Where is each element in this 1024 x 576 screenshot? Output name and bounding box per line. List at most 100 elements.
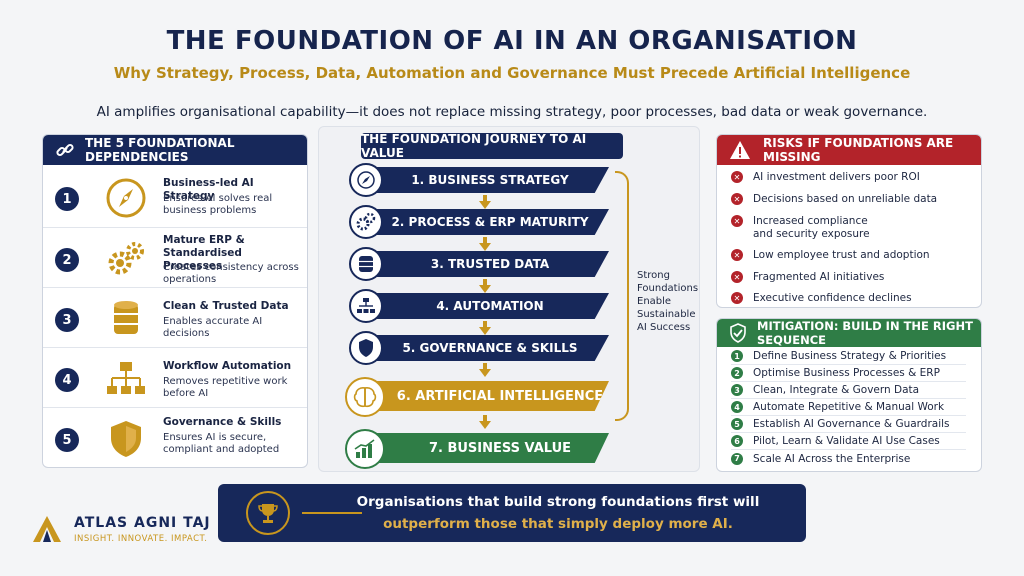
step-number: 3 <box>731 384 743 396</box>
dependency-item: 1 Business-led AI Strategy Ensures AI so… <box>43 167 307 231</box>
shield-icon <box>349 331 383 365</box>
journey-step: 2. PROCESS & ERP MATURITY <box>371 209 609 235</box>
dependency-title: Mature ERP & Standardised Processes <box>163 234 245 272</box>
risks-header: RISKS IF FOUNDATIONS ARE MISSING <box>717 135 981 165</box>
workflow-icon <box>103 356 149 402</box>
x-icon: ✕ <box>731 249 743 261</box>
x-icon: ✕ <box>731 271 743 283</box>
banner-line-2: outperform those that simply deploy more… <box>383 516 733 532</box>
step-label: 4. AUTOMATION <box>436 299 544 313</box>
arrow-stem <box>483 363 487 369</box>
dependency-title: Clean & Trusted Data <box>163 300 289 312</box>
step-label: 7. BUSINESS VALUE <box>428 440 572 456</box>
brand-name: ATLAS AGNI TAJ <box>74 515 211 531</box>
dependency-title: Governance & Skills <box>163 416 282 428</box>
banner-divider <box>302 512 362 514</box>
dependency-number: 2 <box>55 248 79 272</box>
mitigation-panel: MITIGATION: BUILD IN THE RIGHT SEQUENCE … <box>716 318 982 472</box>
page-title: THE FOUNDATION OF AI IN AN ORGANISATION <box>166 26 858 56</box>
compass-icon <box>349 163 383 197</box>
step-label: 1. BUSINESS STRATEGY <box>411 173 569 187</box>
step-number: 6 <box>731 435 743 447</box>
step-label: 6. ARTIFICIAL INTELLIGENCE <box>396 388 604 404</box>
mitigation-text: Optimise Business Processes & ERP <box>753 367 940 379</box>
dependency-item: 5 Governance & Skills Ensures AI is secu… <box>43 407 307 471</box>
gears-icon <box>349 205 383 239</box>
dependency-description: Removes repetitive work before AI <box>163 376 288 399</box>
gears-icon <box>103 236 149 282</box>
step-number: 2 <box>731 367 743 379</box>
dependency-number: 1 <box>55 187 79 211</box>
mitigation-text: Scale AI Across the Enterprise <box>753 452 911 465</box>
dependency-item: 2 Mature ERP & Standardised Processes Cr… <box>43 227 307 291</box>
dependency-title: Business-led AI Strategy <box>163 177 254 202</box>
arrow-stem <box>483 321 487 327</box>
risk-text: Decisions based on unreliable data <box>753 193 938 205</box>
growth-chart-icon <box>345 429 385 469</box>
risk-item: ✕Executive confidence declines <box>731 292 912 305</box>
risks-heading: RISKS IF FOUNDATIONS ARE MISSING <box>763 136 954 164</box>
journey-step: 4. AUTOMATION <box>371 293 609 319</box>
dependency-number: 3 <box>55 308 79 332</box>
risk-text: Low employee trust and adoption <box>753 249 930 261</box>
risk-text: Fragmented AI initiatives <box>753 271 885 283</box>
mitigation-item: 4 Automate Repetitive & Manual Work <box>731 399 966 416</box>
mitigation-text: Establish AI Governance & Guardrails <box>753 418 950 430</box>
down-arrow-icon <box>479 327 491 335</box>
journey-panel: THE FOUNDATION JOURNEY TO AI VALUE 1. BU… <box>318 126 700 472</box>
mitigation-text: Define Business Strategy & Priorities <box>753 350 947 362</box>
dependency-description: Ensures AI solves real business problems <box>163 193 273 216</box>
x-icon: ✕ <box>731 193 743 205</box>
database-icon <box>349 247 383 281</box>
x-icon: ✕ <box>731 171 743 183</box>
down-arrow-icon <box>479 421 491 429</box>
x-icon: ✕ <box>731 215 743 227</box>
arrow-stem <box>483 237 487 243</box>
dependency-number: 4 <box>55 368 79 392</box>
mitigation-item: 1 Define Business Strategy & Priorities <box>731 348 966 365</box>
arrow-stem <box>483 415 487 421</box>
risk-text: Executive confidence declines <box>753 292 912 304</box>
compass-icon <box>103 175 149 221</box>
side-note: Strong Foundations Enable Sustainable AI… <box>637 270 699 333</box>
risk-text: Increased compliance and security exposu… <box>753 215 870 240</box>
step-label: 5. GOVERNANCE & SKILLS <box>402 341 578 355</box>
workflow-icon <box>349 289 383 323</box>
dependency-description: Ensures AI is secure, compliant and adop… <box>163 432 280 455</box>
journey-step: 6. ARTIFICIAL INTELLIGENCE <box>371 381 609 411</box>
risk-item: ✕ Increased compliance and security expos… <box>731 215 881 241</box>
mitigation-heading: MITIGATION: BUILD IN THE RIGHT SEQUENCE <box>757 319 973 347</box>
journey-header: THE FOUNDATION JOURNEY TO AI VALUE <box>361 132 623 160</box>
step-number: 1 <box>731 350 743 362</box>
dependency-item: 4 Workflow Automation Removes repetitive… <box>43 347 307 411</box>
brand-tagline: INSIGHT. INNOVATE. IMPACT. <box>74 534 208 544</box>
dependency-item: 3 Clean & Trusted Data Enables accurate … <box>43 287 307 351</box>
step-number: 4 <box>731 401 743 413</box>
dependencies-panel: THE 5 FOUNDATIONAL DEPENDENCIES 1 Busine… <box>42 134 308 468</box>
dependency-description: Creates consistency across operations <box>163 262 299 285</box>
mitigation-header: MITIGATION: BUILD IN THE RIGHT SEQUENCE <box>717 319 981 347</box>
down-arrow-icon <box>479 201 491 209</box>
journey-step: 1. BUSINESS STRATEGY <box>371 167 609 193</box>
dependency-description: Enables accurate AI decisions <box>163 316 263 339</box>
dependencies-header: THE 5 FOUNDATIONAL DEPENDENCIES <box>43 135 307 165</box>
step-number: 5 <box>731 418 743 430</box>
warning-icon <box>729 140 751 160</box>
step-label: 3. TRUSTED DATA <box>430 257 550 271</box>
step-label: 2. PROCESS & ERP MATURITY <box>391 215 589 229</box>
dependencies-heading: THE 5 FOUNDATIONAL DEPENDENCIES <box>85 136 235 164</box>
risks-panel: RISKS IF FOUNDATIONS ARE MISSING ✕AI inv… <box>716 134 982 308</box>
risk-item: ✕ Fragmented AI initiatives <box>731 271 884 284</box>
arrow-stem <box>483 195 487 201</box>
down-arrow-icon <box>479 285 491 293</box>
mitigation-item: 5 Establish AI Governance & Guardrails <box>731 416 966 433</box>
down-arrow-icon <box>479 243 491 251</box>
mitigation-item: 2 Optimise Business Processes & ERP <box>731 365 966 382</box>
brain-icon <box>345 377 385 417</box>
mitigation-text: Automate Repetitive & Manual Work <box>753 401 945 413</box>
bracket-line <box>615 171 629 421</box>
tagline: AI amplifies organisational capability—i… <box>96 104 928 120</box>
